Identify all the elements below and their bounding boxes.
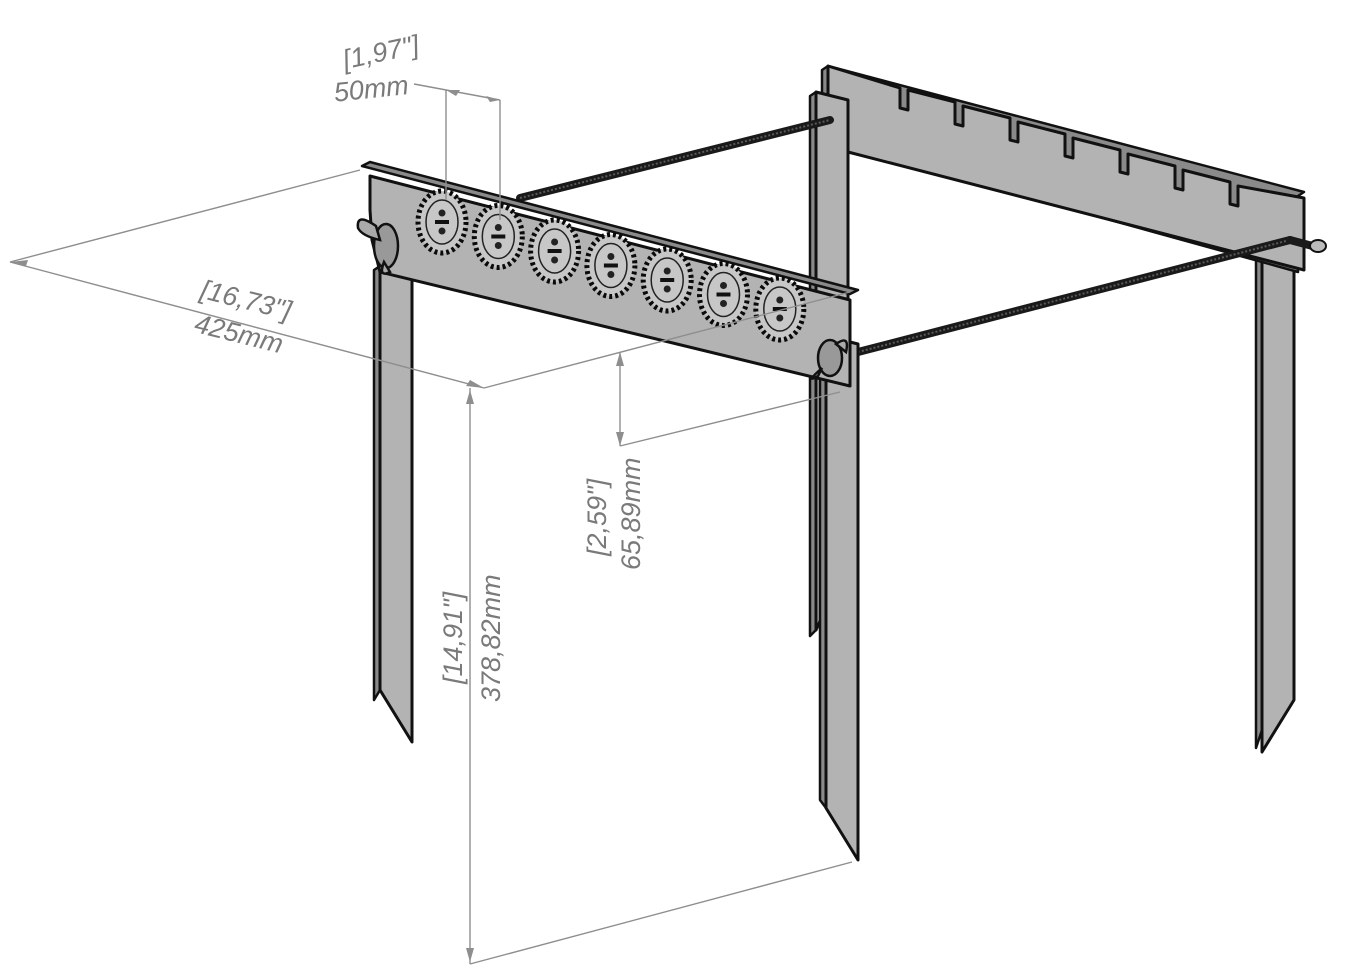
skewer-hole — [640, 246, 694, 314]
skewer-height-mm-label: 65,89mm — [616, 457, 646, 570]
rods — [516, 116, 1327, 356]
skewer-height-inch-label: [2,59"] — [582, 477, 612, 557]
wing-nut-left — [356, 218, 400, 275]
skewer-holes — [415, 188, 807, 343]
skewer-hole — [584, 232, 638, 299]
rod-end-cap — [1309, 239, 1327, 253]
back-right-leg — [1254, 212, 1296, 754]
pitch-mm-label: 50mm — [332, 70, 410, 108]
back-slotted-bar — [820, 64, 1306, 274]
skewer-hole — [471, 203, 525, 270]
skewer-hole — [528, 217, 582, 285]
skewer-hole — [415, 188, 469, 256]
leg-height-inch-label: [14,91"] — [438, 590, 468, 685]
leg-height-mm-label: 378,82mm — [476, 574, 506, 702]
pitch-inch-label: [1,97"] — [339, 29, 423, 75]
front-right-leg — [818, 334, 860, 862]
front-left-leg — [372, 264, 414, 744]
skewer-hole — [697, 261, 750, 328]
skewer-hole — [753, 275, 807, 343]
dimension-lines — [9, 83, 853, 965]
wing-nut-right — [810, 338, 849, 380]
